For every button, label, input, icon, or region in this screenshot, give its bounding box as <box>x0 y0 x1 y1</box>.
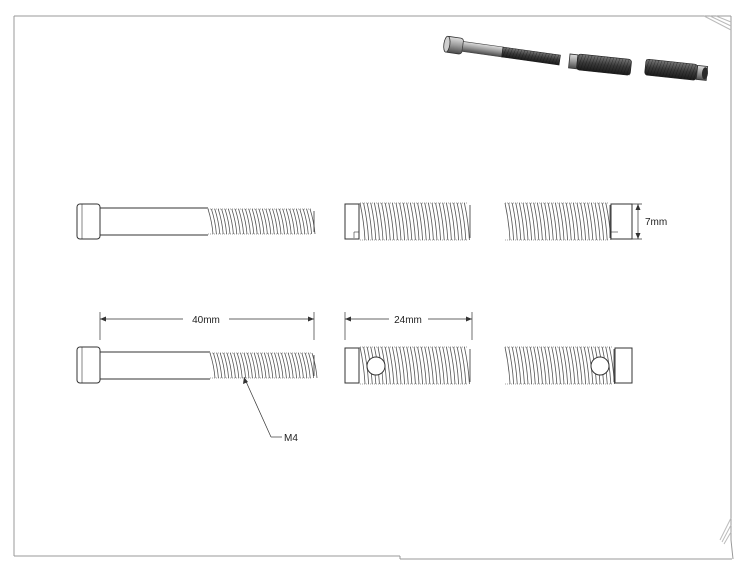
iso-insert-b-render <box>644 59 709 81</box>
insert-a-thread-side <box>359 346 471 385</box>
bolt-length-dimension <box>99 312 315 340</box>
insert-b-view-top <box>504 202 633 241</box>
insert-b-thread-side <box>504 346 615 385</box>
insert-b-thread-top <box>504 202 612 241</box>
diameter-dimension-label: 7mm <box>645 217 667 228</box>
iso-bolt-render <box>443 35 561 66</box>
corner-marks <box>703 15 732 545</box>
iso-insert-a-render <box>568 53 632 76</box>
insert-a-cross-hole <box>366 356 386 376</box>
bolt-thread-top <box>207 208 316 235</box>
insert-length-label: 24mm <box>394 315 422 326</box>
diameter-dimension <box>616 203 642 240</box>
bolt-length-label: 40mm <box>192 315 220 326</box>
insert-a-view-top <box>344 202 471 241</box>
sheet-frame <box>13 15 734 560</box>
thread-callout-leader <box>243 376 282 438</box>
bolt-view-top <box>76 203 316 240</box>
bolt-thread-side <box>209 352 318 379</box>
insert-b-view-side <box>504 346 633 385</box>
insert-length-dimension <box>344 312 473 340</box>
insert-a-thread-top <box>359 202 471 241</box>
bolt-view-side <box>76 346 318 384</box>
thread-callout-label: M4 <box>284 433 298 444</box>
insert-a-view-side <box>344 346 471 385</box>
insert-b-cross-hole <box>590 356 610 376</box>
